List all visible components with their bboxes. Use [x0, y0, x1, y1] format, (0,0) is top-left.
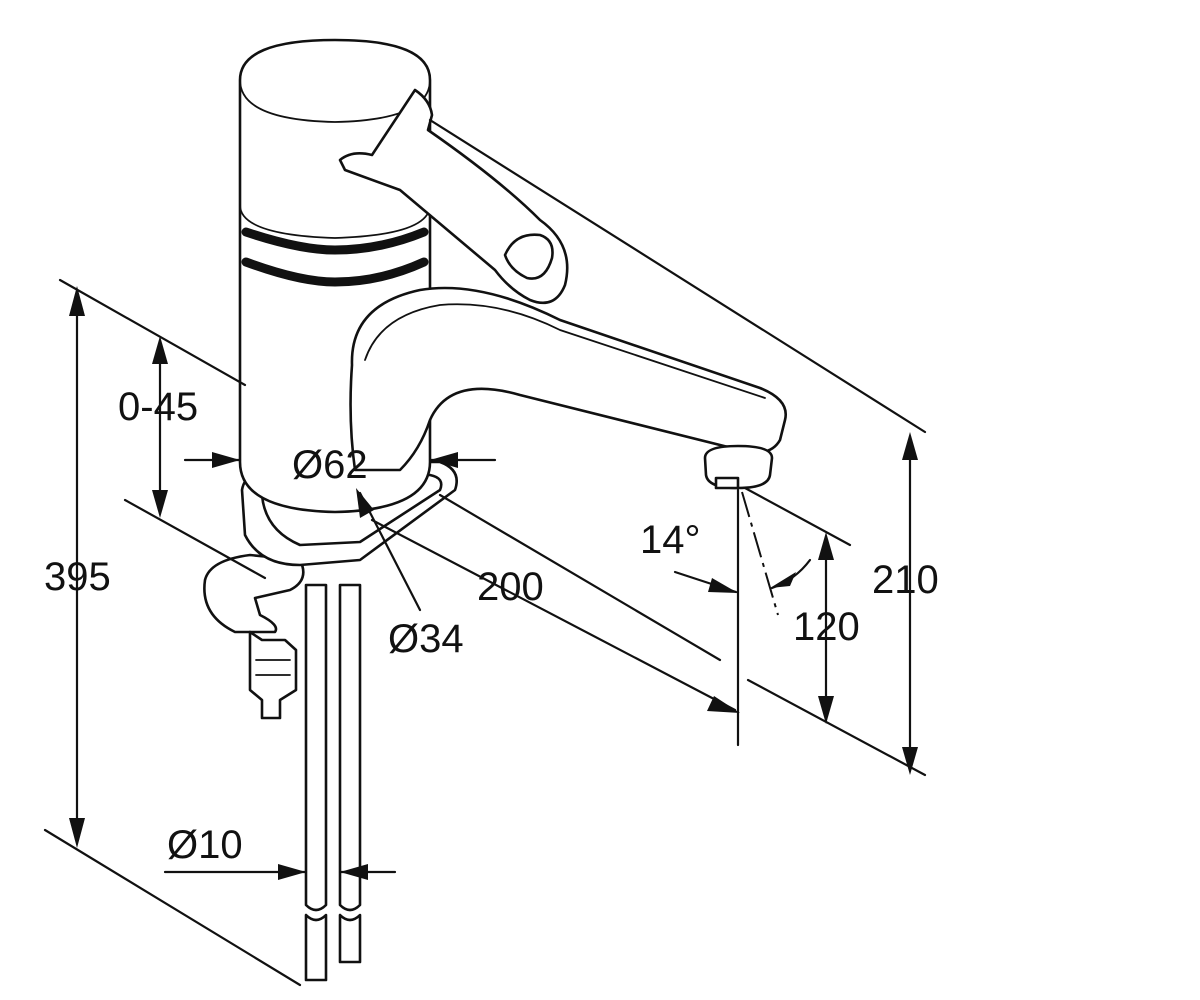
dim-body-diameter: Ø62 — [183, 443, 497, 487]
fixing-clamp — [203, 553, 305, 720]
label-overall-height: 395 — [44, 555, 111, 599]
dim-supply-pipe: Ø10 — [163, 823, 397, 880]
lever-handle — [338, 88, 569, 305]
label-supply-pipe: Ø10 — [167, 823, 243, 867]
label-spout-height: 210 — [872, 558, 939, 602]
spout — [349, 286, 787, 490]
dim-outlet-height: 120 — [743, 486, 927, 777]
dim-mounting-hole: Ø34 — [356, 488, 464, 661]
supply-hoses — [304, 583, 362, 982]
label-deck-thickness: 0-45 — [118, 385, 198, 429]
dim-spout-reach: 200 — [370, 493, 740, 713]
dim-outlet-angle: 14° — [640, 488, 812, 747]
dim-overall-height: 395 — [43, 278, 302, 987]
dim-spout-height: 210 — [428, 118, 939, 775]
label-outlet-angle: 14° — [640, 518, 701, 562]
faucet-illustration — [203, 38, 787, 982]
label-mounting-hole: Ø34 — [388, 617, 464, 661]
label-spout-reach: 200 — [477, 565, 544, 609]
label-outlet-height: 120 — [793, 605, 860, 649]
label-body-diameter: Ø62 — [292, 443, 368, 487]
dim-deck-thickness: 0-45 — [118, 336, 267, 580]
